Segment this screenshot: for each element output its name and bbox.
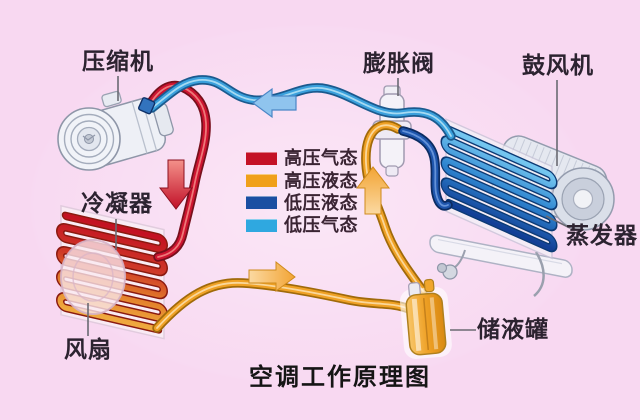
fan-drawing <box>60 239 126 315</box>
arrow-left-lp-gas <box>251 87 297 119</box>
flow-arrows <box>158 87 391 292</box>
arrow-down-hp-gas <box>158 159 194 210</box>
label-compressor: 压缩机 <box>82 48 154 74</box>
legend-label: 低压气态 <box>284 215 358 236</box>
compressor-drawing <box>57 90 174 171</box>
receiver-drier-drawing <box>399 278 452 359</box>
evaporator-tray <box>429 234 573 297</box>
compressor-inlet-fitting <box>138 97 156 115</box>
legend-swatch-hp-liquid <box>246 174 277 188</box>
legend-item: 高压液态 <box>246 169 358 191</box>
legend-label: 高压气态 <box>284 148 358 169</box>
evaporator-drawing <box>445 118 554 260</box>
diagram-title: 空调工作原理图 <box>249 364 431 391</box>
label-condenser: 冷凝器 <box>81 190 153 216</box>
background-glow <box>30 25 590 385</box>
label-expansion-valve: 膨胀阀 <box>363 50 435 76</box>
legend-swatch-lp-gas <box>246 218 277 232</box>
legend-swatch-hp-gas <box>246 151 277 165</box>
condenser-drawing <box>60 204 164 340</box>
legend: 高压气态 高压液态 低压液态 低压气态 <box>246 147 358 237</box>
legend-swatch-lp-liquid <box>246 196 277 210</box>
arrow-right-hp-liquid <box>248 260 296 292</box>
legend-item: 高压气态 <box>246 147 358 169</box>
label-blower: 鼓风机 <box>522 52 594 78</box>
arrow-up-hp-liquid <box>355 166 391 215</box>
label-receiver-drier: 储液罐 <box>477 316 549 342</box>
legend-item: 低压气态 <box>246 214 358 236</box>
legend-label: 高压液态 <box>284 170 358 191</box>
leader-lines <box>87 76 571 336</box>
label-evaporator: 蒸发器 <box>566 222 638 248</box>
label-fan: 风扇 <box>64 336 112 362</box>
legend-item: 低压液态 <box>246 192 358 214</box>
legend-label: 低压液态 <box>284 192 358 213</box>
